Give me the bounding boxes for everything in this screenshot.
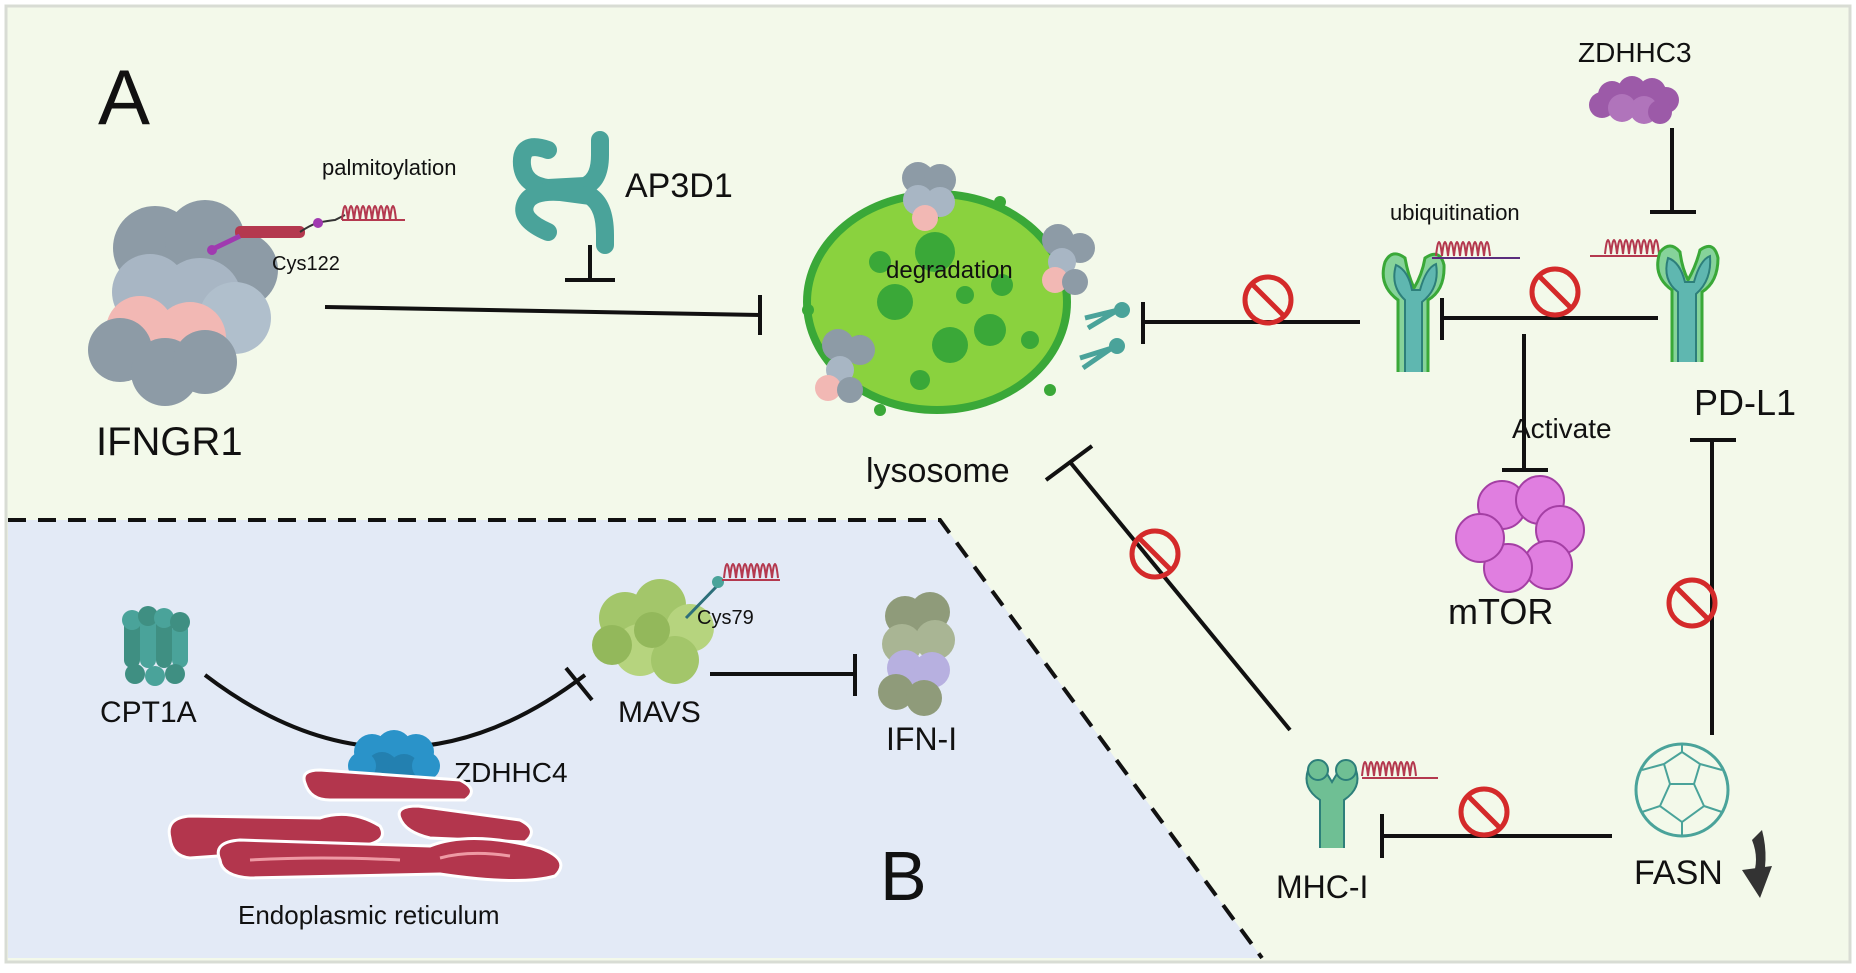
ubiquitination-label: ubiquitination [1390, 200, 1520, 225]
fasn-label: FASN [1634, 854, 1723, 892]
mavs-label: MAVS [618, 696, 701, 729]
degradation-label: degradation [886, 257, 1013, 284]
mhc1-protein [1305, 759, 1438, 848]
er-organelle [167, 768, 563, 883]
cpt1a-label: CPT1A [100, 696, 197, 729]
zdhhc3-label: ZDHHC3 [1578, 37, 1692, 68]
cys79-label: Cys79 [697, 607, 754, 629]
lysosome-cargo-proteins [815, 162, 1095, 403]
down-arrow-head [1742, 866, 1772, 898]
cys122-label: Cys122 [272, 253, 340, 275]
ifngr1-lysosome-inhibition [324, 305, 761, 317]
zdhhc3-protein [1589, 76, 1679, 124]
panel-a-label: A [98, 53, 150, 141]
pdl1-label: PD-L1 [1694, 382, 1796, 423]
ap3d1-label: AP3D1 [625, 167, 733, 205]
mavs-protein [592, 579, 714, 684]
ifn1-protein [878, 592, 955, 716]
cpt1a-protein [122, 606, 190, 686]
mhc1-lysosome-inhibition [1068, 460, 1292, 732]
ifngr1-label: IFNGR1 [96, 420, 243, 464]
ifn1-label: IFN-I [886, 721, 957, 757]
panel-divider [8, 518, 1264, 960]
palmitoylation-label: palmitoylation [322, 155, 457, 180]
er-label: Endoplasmic reticulum [238, 900, 500, 930]
mtor-protein [1455, 475, 1585, 593]
ap3d1-protein [512, 131, 614, 254]
zdhhc4-label: ZDHHC4 [454, 757, 568, 788]
lysosome-label: lysosome [866, 452, 1010, 490]
mhc1-label: MHC-I [1276, 869, 1368, 905]
ifngr1-palmitoyl-chain [207, 205, 405, 255]
pdl1-protein [1590, 239, 1720, 362]
lysosome-small-receptors [1079, 302, 1130, 371]
activate-label: Activate [1512, 413, 1612, 444]
panel-b-label: B [880, 837, 927, 915]
fasn-protein [1634, 742, 1730, 838]
mtor-label: mTOR [1448, 591, 1553, 632]
ifngr1-protein [88, 200, 278, 406]
pdl1-ubiquitinated-protein [1381, 241, 1520, 372]
